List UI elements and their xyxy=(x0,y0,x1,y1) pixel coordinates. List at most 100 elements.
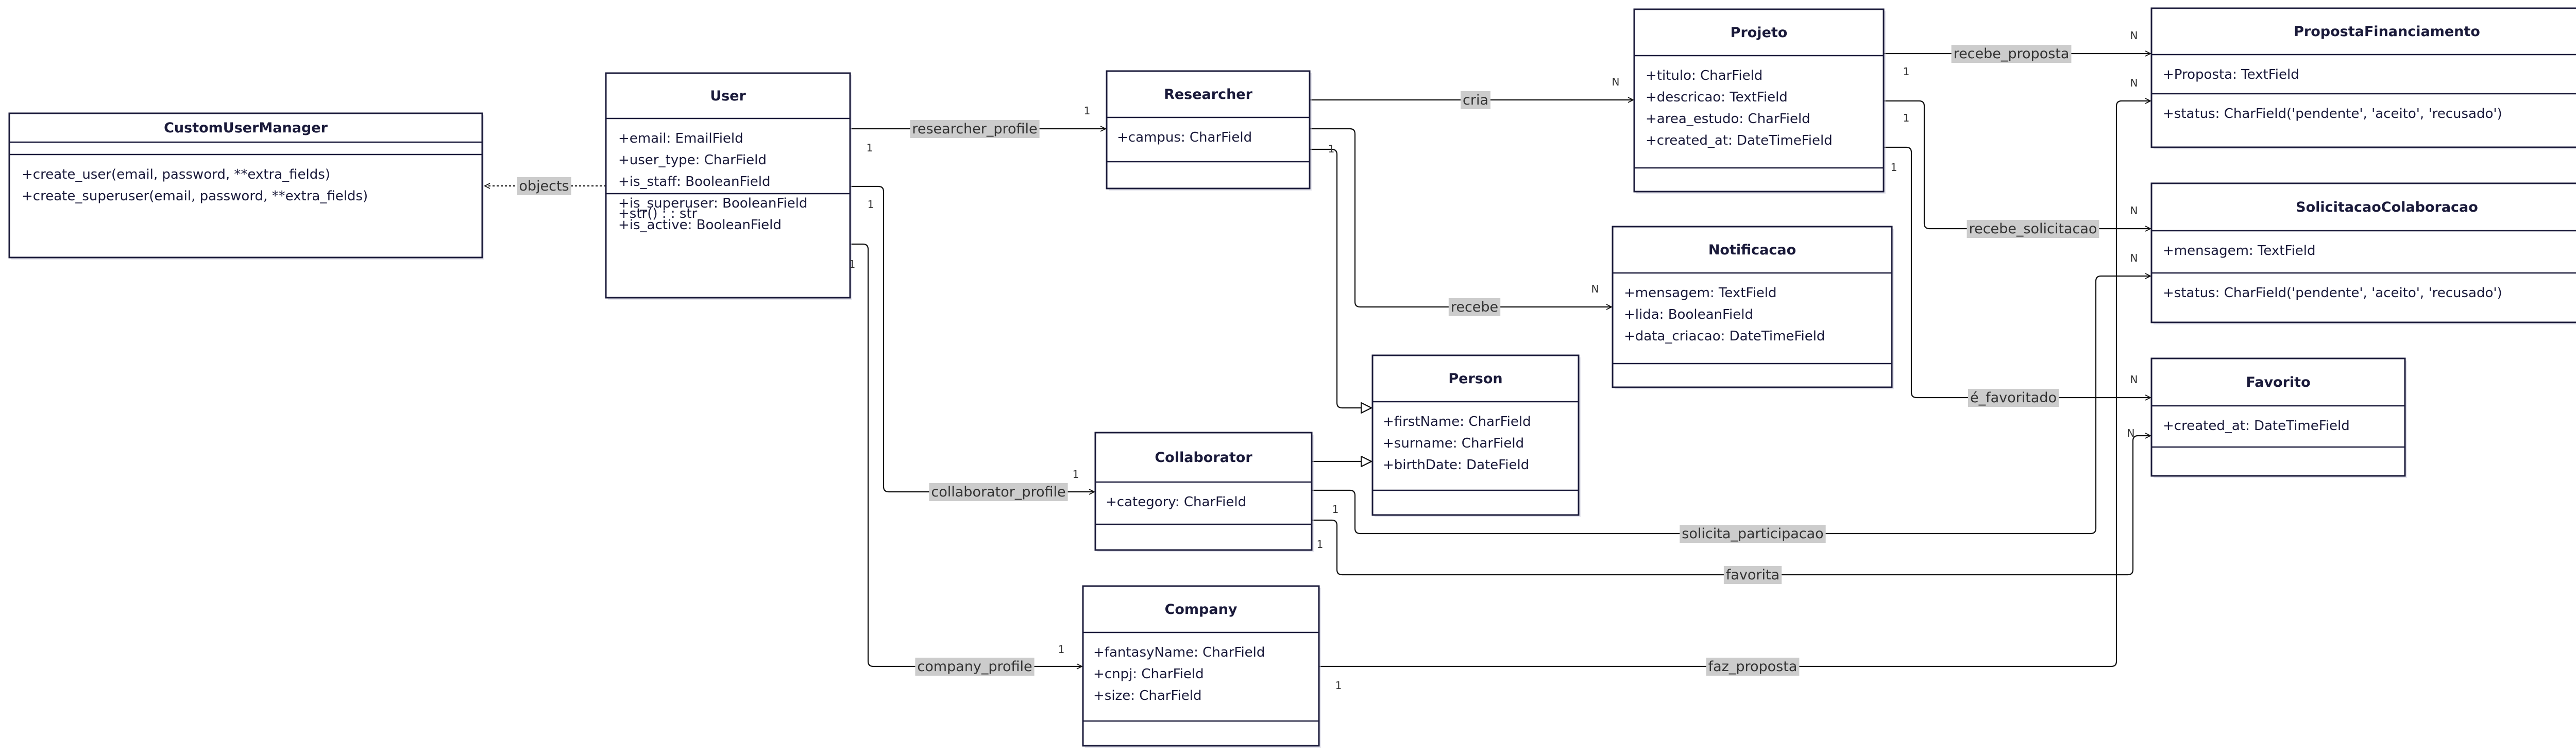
class-projeto[interactable]: Projeto +titulo: CharField +descricao: Tex… xyxy=(1633,8,1886,194)
multiplicity-target: N xyxy=(2127,427,2135,439)
method: +status: CharField('pendente', 'aceito',… xyxy=(2163,285,2502,301)
class-box xyxy=(1082,585,1320,747)
multiplicity-source: 1 xyxy=(1903,65,1910,78)
label-background xyxy=(1448,298,1501,316)
multiplicity-source: 1 xyxy=(867,142,873,154)
class-title: Person xyxy=(1448,371,1502,387)
label-recebe: recebe xyxy=(1448,298,1501,316)
attribute: +is_staff: BooleanField xyxy=(618,174,770,190)
attribute: +mensagem: TextField xyxy=(1624,285,1777,301)
method: +status: CharField('pendente', 'aceito',… xyxy=(2163,106,2502,122)
label-faz-proposta: faz_proposta xyxy=(1706,658,1800,676)
relation-label: é_favoritado xyxy=(1970,390,2057,406)
class-person[interactable]: Person +firstName: CharField +surname: Cha… xyxy=(1371,354,1581,517)
class-title: Company xyxy=(1165,602,1238,617)
edge-recebe-solicitacao xyxy=(1884,100,2150,229)
label-background xyxy=(929,483,1068,501)
attribute: +descricao: TextField xyxy=(1646,90,1788,105)
multiplicity-target: N xyxy=(2130,204,2138,217)
relation-label: researcher_profile xyxy=(912,121,1037,137)
label-solicita-participacao: solicita_participacao xyxy=(1680,525,1826,543)
relation-label: faz_proposta xyxy=(1708,659,1798,675)
class-box xyxy=(8,112,483,259)
multiplicity-source: 1 xyxy=(1328,143,1335,155)
attribute: +campus: CharField xyxy=(1117,130,1252,145)
edge-collaborator-profile xyxy=(850,185,1094,492)
relationship-lines xyxy=(485,54,2150,666)
attribute: +data_criacao: DateTimeField xyxy=(1624,329,1825,344)
class-researcher[interactable]: Researcher +campus: CharField xyxy=(1106,70,1312,191)
attribute: +birthDate: DateField xyxy=(1383,457,1529,473)
attribute: +email: EmailField xyxy=(618,131,743,146)
class-box xyxy=(2150,7,2576,148)
label-researcher-profile: researcher_profile xyxy=(910,120,1040,138)
multiplicity-source: 1 xyxy=(1317,538,1324,551)
relation-label: recebe_proposta xyxy=(1954,46,2070,62)
class-title: Collaborator xyxy=(1155,450,1252,466)
label-company-profile: company_profile xyxy=(915,658,1035,676)
class-box xyxy=(2150,182,2576,323)
multiplicity-target: 1 xyxy=(1084,105,1091,117)
label-collaborator-profile: collaborator_profile xyxy=(929,483,1068,501)
relation-label: company_profile xyxy=(917,659,1032,675)
multiplicity-source: 1 xyxy=(849,258,856,270)
method: +create_superuser(email, password, **ext… xyxy=(22,188,368,204)
label-recebe-solicitacao: recebe_solicitacao xyxy=(1967,220,2099,238)
multiplicity-target: N xyxy=(1591,283,1599,295)
label-background xyxy=(1723,566,1782,584)
class-box xyxy=(1106,70,1311,190)
class-solicitacao-colaboracao[interactable]: SolicitacaoColaboracao +mensagem: TextFie… xyxy=(2150,182,2576,324)
class-title: SolicitacaoColaboracao xyxy=(2296,199,2478,215)
class-title: PropostaFinanciamento xyxy=(2294,24,2480,40)
label-background xyxy=(915,658,1035,676)
attribute: +titulo: CharField xyxy=(1646,68,1762,83)
label-objects: objects xyxy=(517,177,571,195)
multiplicity-target: N xyxy=(2130,29,2138,42)
multiplicity-target: 1 xyxy=(1073,468,1079,481)
attribute: +cnpj: CharField xyxy=(1093,666,1204,682)
class-custom-user-manager[interactable]: CustomUserManager +create_user(email, pas… xyxy=(8,112,484,260)
relation-label: collaborator_profile xyxy=(931,484,1065,500)
label-background xyxy=(1706,658,1800,676)
edge-gen-researcher xyxy=(1310,148,1371,408)
class-company[interactable]: Company+fantasyName: CharField+cnpj: Cha… xyxy=(1082,585,1321,748)
class-box xyxy=(1612,226,1893,388)
label-favorita: favorita xyxy=(1723,566,1782,584)
attribute: +Proposta: TextField xyxy=(2163,67,2299,82)
method: +create_user(email, password, **extra_fi… xyxy=(22,167,330,182)
label-background xyxy=(1951,45,2072,63)
attribute: +mensagem: TextField xyxy=(2163,243,2316,259)
attribute: +created_at: DateTimeField xyxy=(1646,133,1833,148)
attribute: +surname: CharField xyxy=(1383,436,1524,451)
method: +str() : : str xyxy=(618,206,698,221)
edge-e-favoritado xyxy=(1884,146,2150,398)
class-box xyxy=(2150,357,2406,477)
label-background xyxy=(1461,91,1490,109)
class-notificacao[interactable]: Notificacao+mensagem: TextField+lida: Bo… xyxy=(1612,226,1894,389)
label-cria: cria xyxy=(1461,91,1490,109)
relation-label: objects xyxy=(519,178,569,194)
label-background xyxy=(1968,389,2059,407)
label-background xyxy=(1967,220,2099,238)
class-title: Researcher xyxy=(1164,87,1253,102)
label-background xyxy=(1680,525,1826,543)
class-title: Projeto xyxy=(1731,25,1788,41)
class-proposta-financiamento[interactable]: PropostaFinanciamento +Proposta: TextFiel… xyxy=(2150,7,2576,149)
class-favorito[interactable]: Favorito+created_at: DateTimeField xyxy=(2150,357,2407,478)
multiplicity-target: N xyxy=(1612,76,1620,88)
multiplicity-source: 1 xyxy=(868,198,874,211)
class-user[interactable]: User+email: EmailField+user_type: CharFi… xyxy=(605,72,852,300)
class-collaborator[interactable]: Collaborator+category: CharField xyxy=(1094,432,1314,552)
attribute: +lida: BooleanField xyxy=(1624,307,1753,322)
label-background xyxy=(910,120,1040,138)
label-background xyxy=(517,177,571,195)
multiplicity-source: 1 xyxy=(1335,679,1342,692)
attribute: +firstName: CharField xyxy=(1383,414,1531,430)
class-title: CustomUserManager xyxy=(164,120,328,136)
relation-label: cria xyxy=(1463,92,1488,108)
relationship-labels: objects researcher_profile 1 1 collaborator_… xyxy=(517,29,2138,692)
attribute: +size: CharField xyxy=(1093,688,1202,703)
class-box xyxy=(605,72,851,299)
class-box xyxy=(1094,432,1313,551)
